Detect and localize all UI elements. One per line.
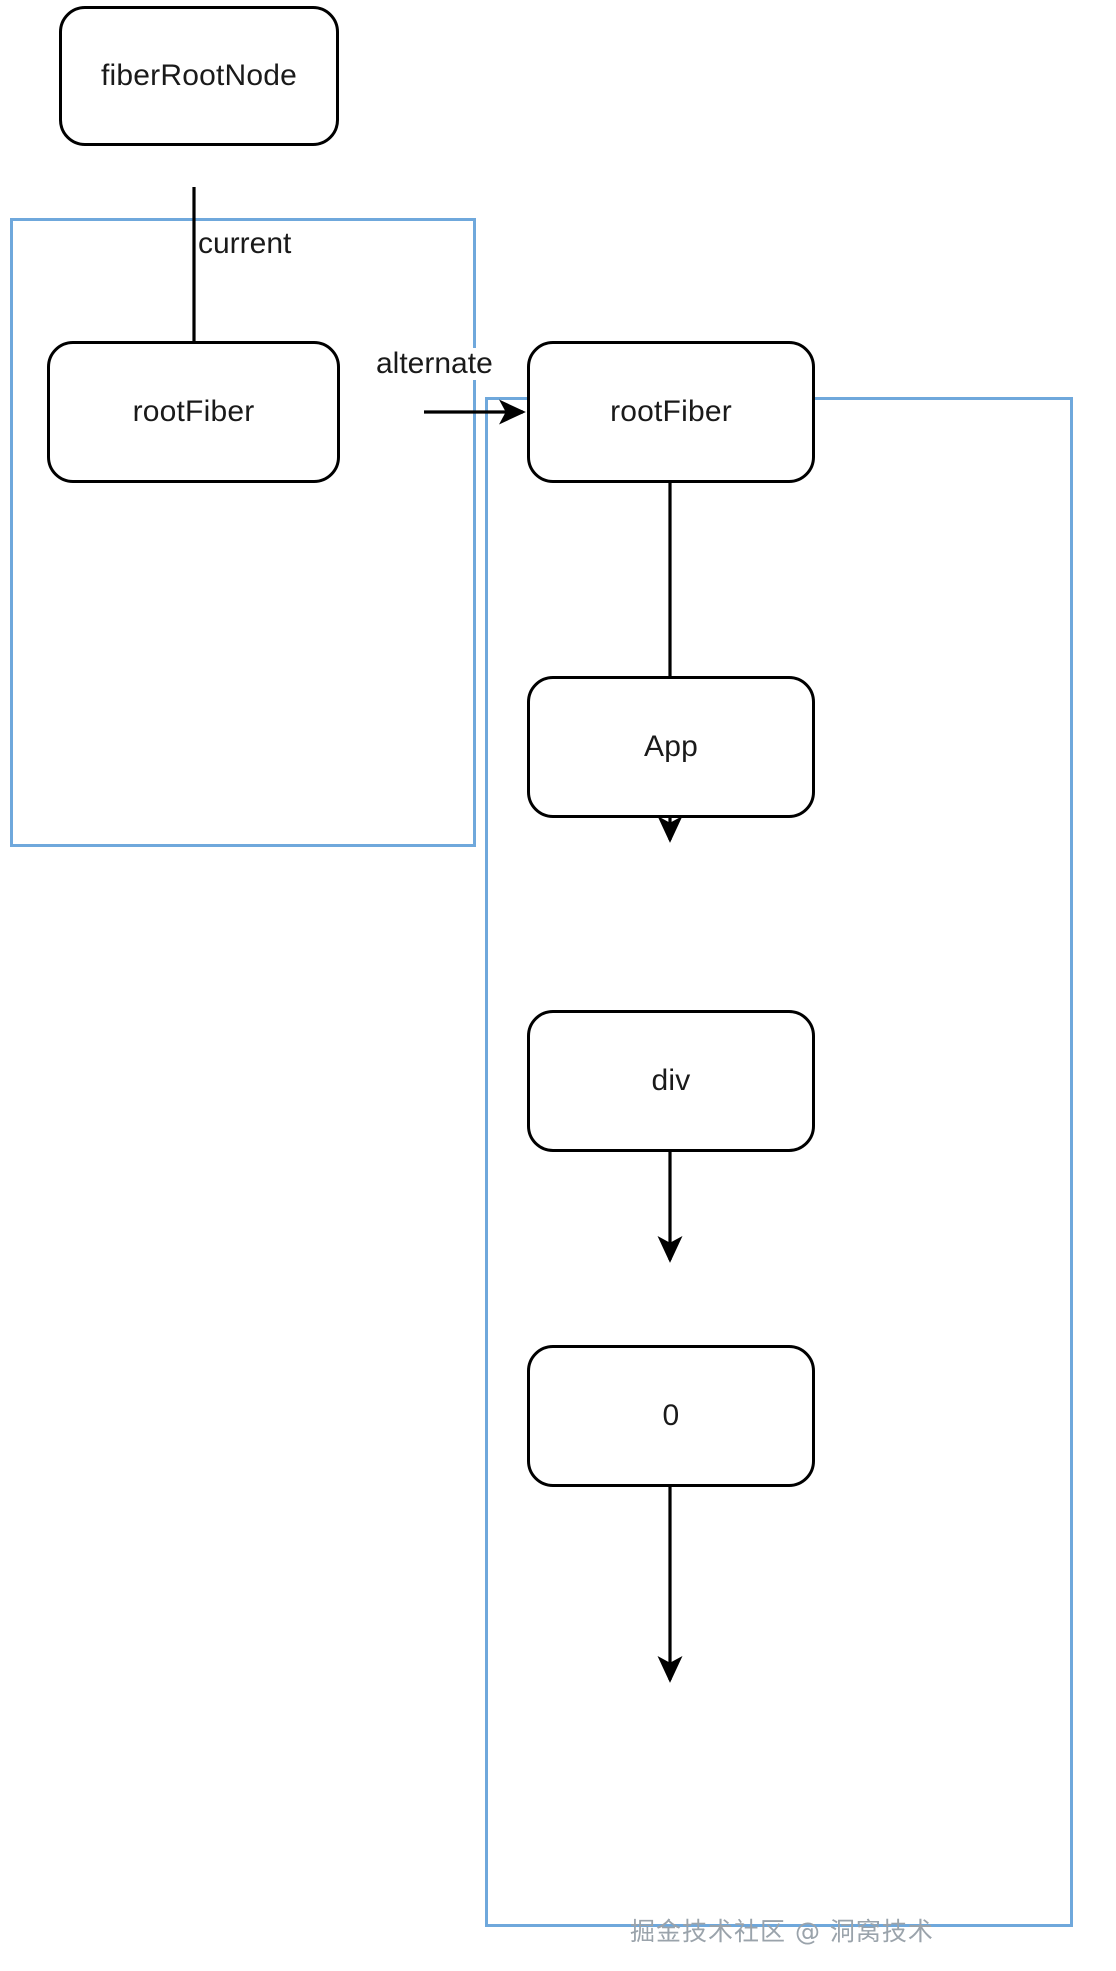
node-rootfiber-current[interactable]: rootFiber [47, 341, 340, 483]
node-zero-label: 0 [662, 1399, 680, 1432]
node-rootfiber-wip[interactable]: rootFiber [527, 341, 815, 483]
node-fiberrootnode[interactable]: fiberRootNode [59, 6, 339, 146]
group-workinprogress-tree [485, 397, 1073, 1927]
group-current-tree [10, 218, 476, 847]
node-rootfiber-current-label: rootFiber [132, 395, 255, 428]
node-div-label: div [651, 1064, 691, 1097]
edge-label-alternate: alternate [374, 347, 495, 380]
node-app-label: App [644, 730, 698, 763]
edge-label-current: current [196, 227, 294, 260]
node-zero[interactable]: 0 [527, 1345, 815, 1487]
node-div[interactable]: div [527, 1010, 815, 1152]
node-app[interactable]: App [527, 676, 815, 818]
watermark: 掘金技术社区 @ 洞窝技术 [630, 1917, 934, 1946]
node-rootfiber-wip-label: rootFiber [610, 395, 732, 428]
node-fiberrootnode-label: fiberRootNode [100, 59, 298, 92]
